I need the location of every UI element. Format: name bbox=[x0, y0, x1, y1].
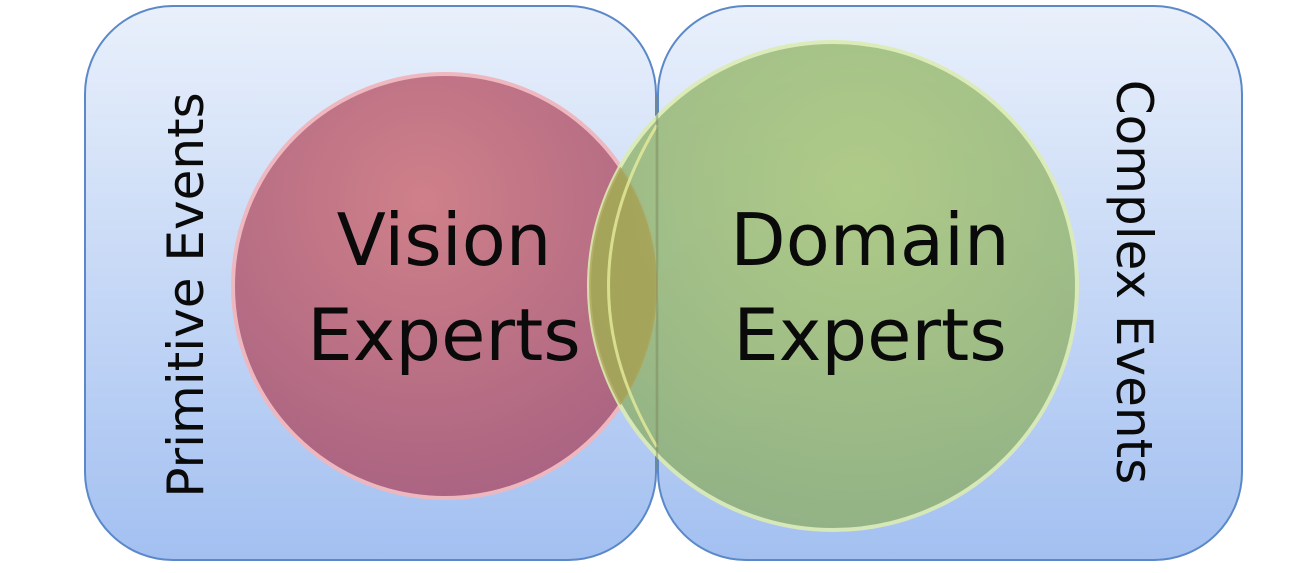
domain-experts-circle bbox=[587, 40, 1079, 532]
domain-label-line1: Domain bbox=[730, 198, 1009, 282]
complex-events-label: Complex Events bbox=[1105, 80, 1163, 485]
vision-label-line2: Experts bbox=[307, 293, 580, 377]
primitive-events-label: Primitive Events bbox=[157, 92, 215, 497]
domain-label-line2: Experts bbox=[733, 293, 1006, 377]
vision-label-line1: Vision bbox=[337, 198, 552, 282]
overlap-outline bbox=[607, 124, 659, 448]
